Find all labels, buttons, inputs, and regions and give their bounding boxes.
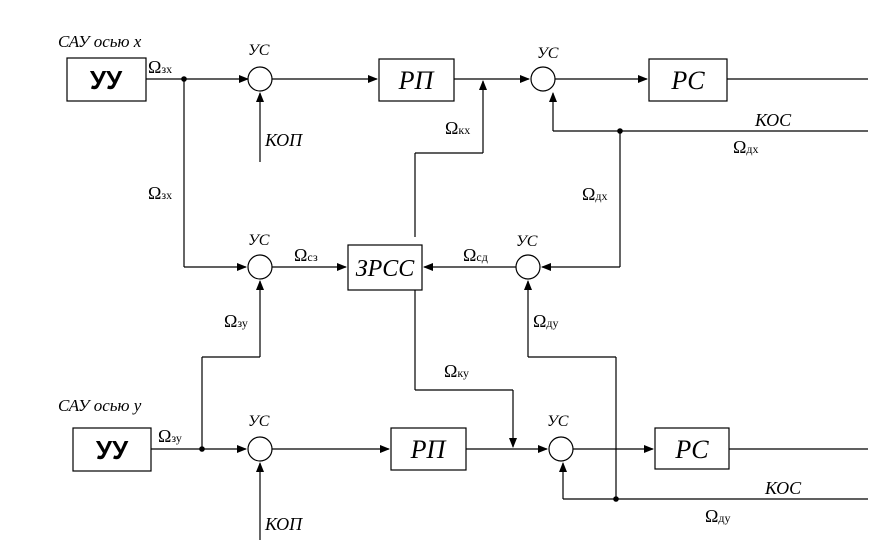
kop-label-y: КОП: [264, 514, 303, 534]
speed-regulator-x-label: РС: [670, 66, 705, 95]
summing-node-mid-right: [515, 254, 541, 280]
signal-omega-zy-bottom: Ωзу: [158, 426, 182, 446]
summing-node-y1: [247, 436, 273, 462]
signal-omega-zx-mid: Ωзх: [148, 183, 172, 203]
position-regulator-x-box: [378, 58, 455, 102]
summing-node-x1-label: УС: [248, 42, 270, 59]
signal-omega-dx-mid: Ωдх: [582, 184, 608, 204]
kos-label-y: КОС: [764, 478, 802, 498]
summing-node-mid-left: [247, 254, 273, 280]
signal-omega-zy-mid: Ωзу: [224, 311, 248, 331]
summing-node-x1: [247, 66, 273, 92]
control-unit-y-label: УУ: [96, 435, 129, 465]
position-regulator-y-label: РП: [410, 435, 448, 464]
position-regulator-x-label: РП: [398, 66, 436, 95]
summing-node-mid-right-label: УС: [516, 233, 538, 250]
summing-node-x2: [530, 66, 556, 92]
signal-omega-dy-mid: Ωду: [533, 311, 559, 331]
signal-omega-ky: Ωку: [444, 361, 469, 381]
sync-speed-regulator-box: [347, 244, 423, 291]
signal-omega-zx-top: Ωзх: [148, 57, 172, 77]
speed-regulator-y-box: [654, 427, 730, 470]
signal-omega-sd: Ωсд: [463, 245, 488, 265]
summing-node-mid-left-label: УС: [248, 232, 270, 249]
signal-omega-kx: Ωкх: [445, 118, 470, 138]
signal-omega-dx-top: Ωдх: [733, 137, 759, 157]
control-unit-x-label: УУ: [90, 65, 123, 95]
kos-label-x: КОС: [754, 110, 792, 130]
summing-node-x2-label: УС: [537, 45, 559, 62]
summing-node-y1-label: УС: [248, 413, 270, 430]
title-x-axis: САУ осью x: [58, 32, 142, 51]
sync-speed-regulator-label: ЗРСС: [356, 256, 416, 282]
control-unit-y-box: [72, 427, 152, 472]
kop-label-x: КОП: [264, 130, 303, 150]
summing-node-y2-label: УС: [547, 413, 569, 430]
title-y-axis: САУ осью y: [58, 396, 142, 415]
control-unit-x-box: [66, 57, 147, 102]
speed-regulator-x-box: [648, 58, 728, 102]
signal-omega-sz: Ωсз: [294, 245, 318, 265]
signal-omega-dy-bottom: Ωду: [705, 506, 731, 526]
summing-node-y2: [548, 436, 574, 462]
speed-regulator-y-label: РС: [674, 435, 709, 464]
